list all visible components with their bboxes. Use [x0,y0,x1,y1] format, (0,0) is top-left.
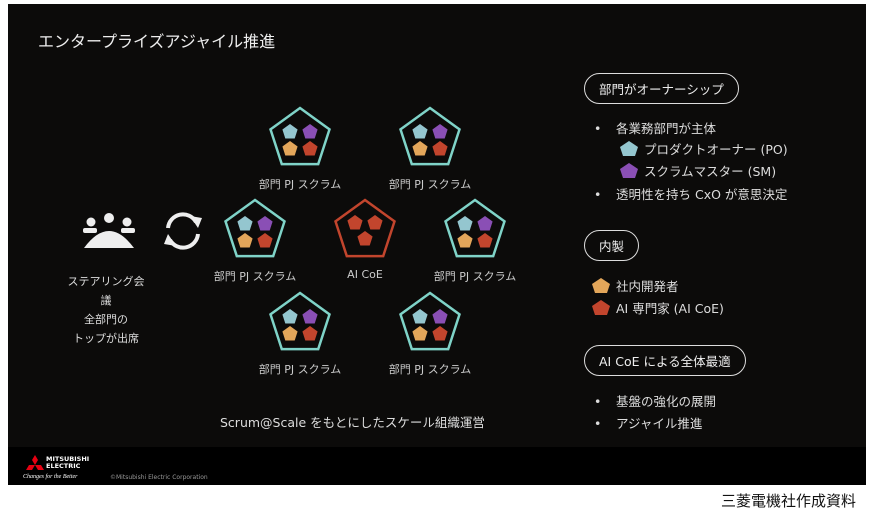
pentagon-outline [444,198,506,258]
brand-name: MITSUBISHI ELECTRIC [46,455,90,470]
developer-pentagon-icon [592,278,610,293]
team-pentagon-icon [269,106,331,166]
steering-line: ステアリング会議 [67,275,145,307]
dev-member [412,141,428,156]
po-member [282,124,298,139]
brand-tagline: Changes for the Better [23,474,78,480]
pentagon-outline [224,198,286,258]
po-member [412,124,428,139]
list-item: •基盤の強化の展開 [594,394,717,409]
steering-committee-label: ステアリング会議 全部門の トップが出席 [66,272,146,348]
po-pentagon-icon [620,141,638,156]
dev-member [412,326,428,341]
mitsubishi-logo-icon [26,455,44,470]
ai-member [432,326,448,341]
dev-member [282,326,298,341]
ai-member [302,141,318,156]
team-label: 部門 PJ スクラム [388,363,472,376]
list-item: AI 専門家 (AI CoE) [592,298,724,317]
list-item: •アジャイル推進 [594,416,703,431]
source-note: 三菱電機社作成資料 [720,492,856,510]
sm-member [302,309,318,324]
team-pentagon-icon [269,291,331,351]
slide [8,4,866,447]
list-item: 社内開発者 [592,276,679,295]
team-label: 部門 PJ スクラム [258,178,342,191]
team-label: 部門 PJ スクラム [213,270,297,283]
pentagon-outline [269,291,331,351]
team-pentagon-icon [444,198,506,258]
heading-optimize: AI CoE による全体最適 [584,345,746,376]
list-item: スクラムマスター (SM) [620,161,776,180]
dev-member [237,233,253,248]
meeting-people-icon [83,213,135,248]
steering-line: トップが出席 [73,332,139,345]
dev-member [282,141,298,156]
team-pentagon-icon [224,198,286,258]
ai-member [347,215,363,230]
pentagon-outline [269,106,331,166]
list-item: プロダクトオーナー (PO) [620,139,788,158]
pentagon-outline [399,291,461,351]
sm-pentagon-icon [620,163,638,178]
slide-title: エンタープライズアジャイル推進 [38,32,276,51]
ai-member [302,326,318,341]
ai-member [257,233,273,248]
list-item: •各業務部門が主体 [594,121,717,136]
sm-member [302,124,318,139]
list-item: •透明性を持ち CxO が意思決定 [594,187,788,202]
team-label: 部門 PJ スクラム [258,363,342,376]
po-member [282,309,298,324]
po-member [237,216,253,231]
sm-member [257,216,273,231]
ai-member [477,233,493,248]
footer-bar [8,447,866,485]
ai-pentagon-icon [592,300,610,315]
heading-inhouse: 内製 [584,230,640,261]
po-member [457,216,473,231]
team-label: 部門 PJ スクラム [433,270,517,283]
team-pentagon-icon [399,291,461,351]
ai-member [367,215,383,230]
dev-member [457,233,473,248]
po-member [412,309,428,324]
heading-ownership: 部門がオーナーシップ [584,73,739,104]
cycle-arrows-icon [164,212,202,250]
copyright: ©Mitsubishi Electric Corporation [110,474,208,481]
ai-member [357,231,373,246]
pentagon-outline [334,198,396,258]
pentagon-outline [399,106,461,166]
sm-member [432,124,448,139]
team-pentagon-icon [334,198,396,258]
sm-member [477,216,493,231]
team-pentagon-icon [399,106,461,166]
sm-member [432,309,448,324]
steering-line: 全部門の [84,313,128,326]
ai-member [432,141,448,156]
caption: Scrum@Scale をもとにしたスケール組織運営 [220,415,485,430]
team-label: AI CoE [347,268,383,281]
team-label: 部門 PJ スクラム [388,178,472,191]
